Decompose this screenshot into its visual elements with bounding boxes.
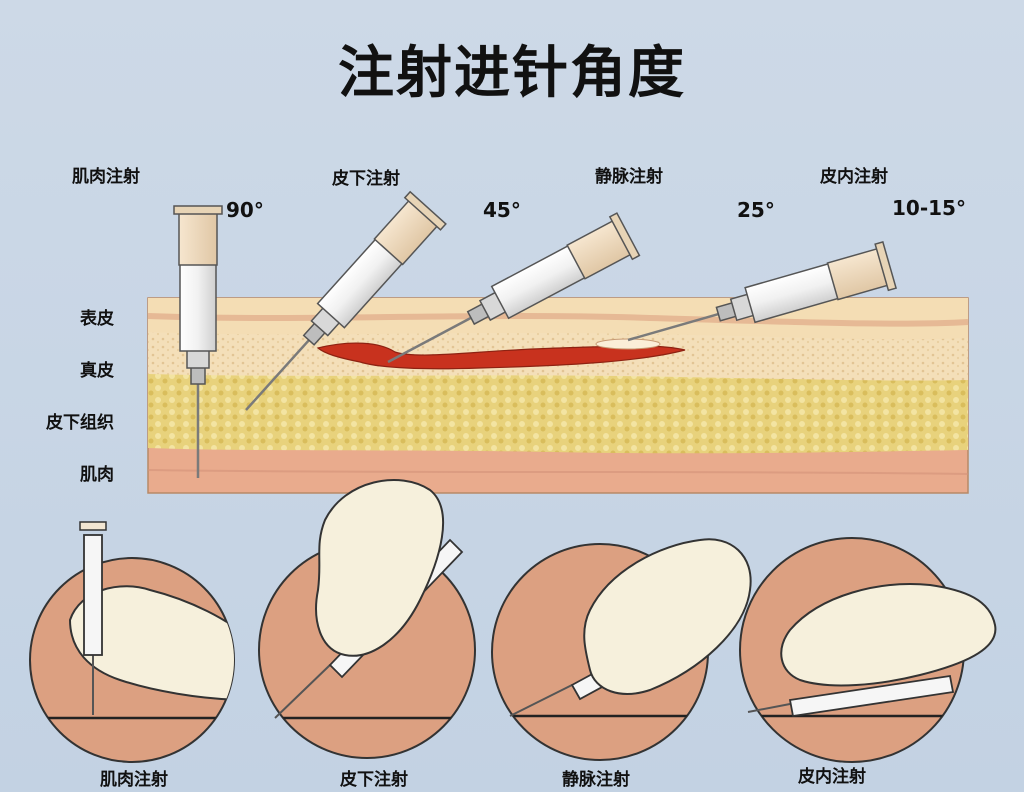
skin-cross-section [147,297,969,494]
angle-intramuscular: 90° [226,198,264,222]
layer-dermis: 真皮 [80,361,114,381]
layer-muscle: 肌肉 [80,465,114,485]
illustration-intramuscular [29,521,235,763]
angle-intravenous: 25° [737,198,775,222]
illustration-intradermal [739,537,997,763]
page-title: 注射进针角度 [338,41,686,106]
label-subcutaneous: 皮下注射 [332,169,400,189]
label-intramuscular: 肌肉注射 [72,167,140,187]
label-intradermal: 皮内注射 [820,167,888,187]
angle-subcutaneous: 45° [483,198,521,222]
bottom-label-intramuscular: 肌肉注射 [100,770,168,790]
bottom-label-subcutaneous: 皮下注射 [340,770,408,790]
angle-intradermal: 10-15° [892,196,966,220]
illustration-subcutaneous [258,479,476,759]
label-intravenous: 静脉注射 [595,167,663,187]
layer-subcutaneous: 皮下组织 [46,413,114,433]
illustration-intravenous [491,538,752,761]
layer-epidermis: 表皮 [80,309,114,329]
bottom-label-intradermal: 皮内注射 [798,767,866,787]
bottom-label-intravenous: 静脉注射 [562,770,630,790]
